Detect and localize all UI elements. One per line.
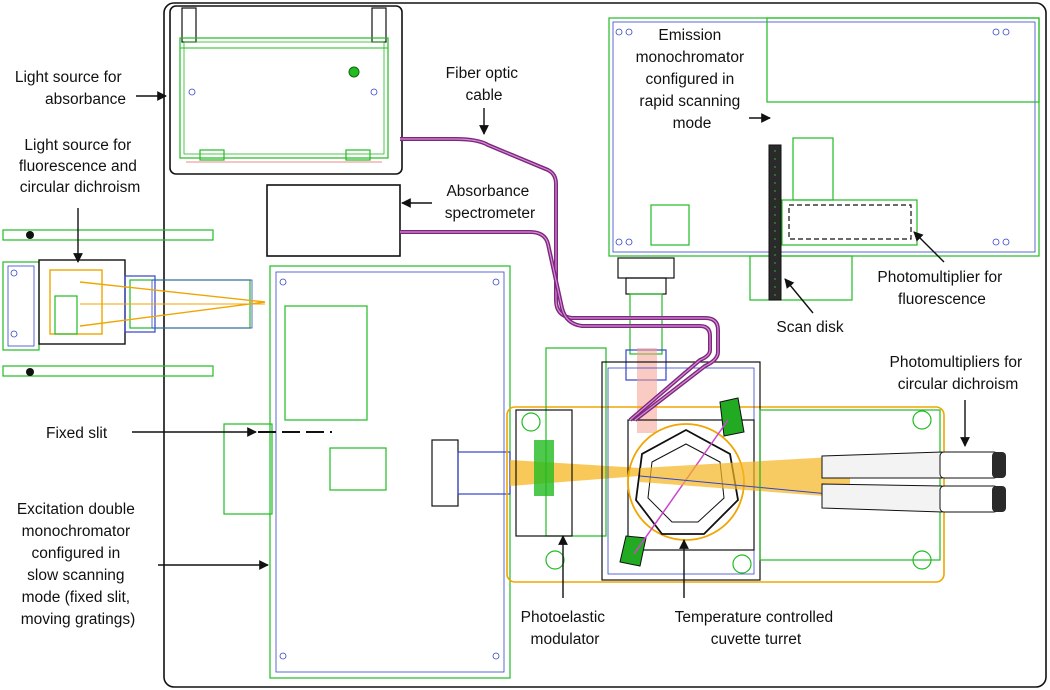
annotation-arrows	[73, 91, 970, 598]
label-absorbance-source: Light source for absorbance	[15, 69, 126, 108]
transmitted-beam	[640, 456, 850, 498]
label-fluorescence-source: Light source for fluorescence and circul…	[19, 137, 141, 196]
label-scan-disk: Scan disk	[776, 319, 843, 336]
label-cd-photomultipliers: Photomultipliers for circular dichroism	[890, 354, 1027, 393]
label-cuvette-turret: Temperature controlled cuvette turret	[675, 609, 838, 648]
absorbance-spectrometer-box	[266, 184, 401, 257]
label-excitation-monochromator: Excitation double monochromator configur…	[17, 501, 139, 628]
excitation-monochromator	[223, 265, 511, 679]
photoelastic-modulator	[515, 347, 607, 537]
label-emission-monochromator: Emission monochromator configured in rap…	[636, 27, 749, 132]
label-photomultiplier-fluorescence: Photomultiplier for fluorescence	[877, 269, 1006, 308]
label-photoelastic-modulator: Photoelastic modulator	[521, 609, 610, 648]
absorbance-light-source	[169, 5, 403, 175]
arrow-photomultiplier-fluorescence	[913, 231, 945, 263]
label-absorbance-spectrometer: Absorbance spectrometer	[445, 183, 535, 222]
fluorescence-light-source	[2, 229, 266, 377]
arrow-scan-disk	[784, 278, 814, 314]
cuvette-turret	[521, 361, 932, 581]
cd-photomultipliers	[759, 409, 1006, 561]
instrument-enclosure	[163, 2, 1047, 688]
emission-monochromator	[608, 17, 1040, 301]
fiber-optic-cable	[400, 137, 720, 422]
label-fiber-cable: Fiber optic cable	[446, 65, 523, 104]
label-fixed-slit: Fixed slit	[46, 425, 108, 442]
